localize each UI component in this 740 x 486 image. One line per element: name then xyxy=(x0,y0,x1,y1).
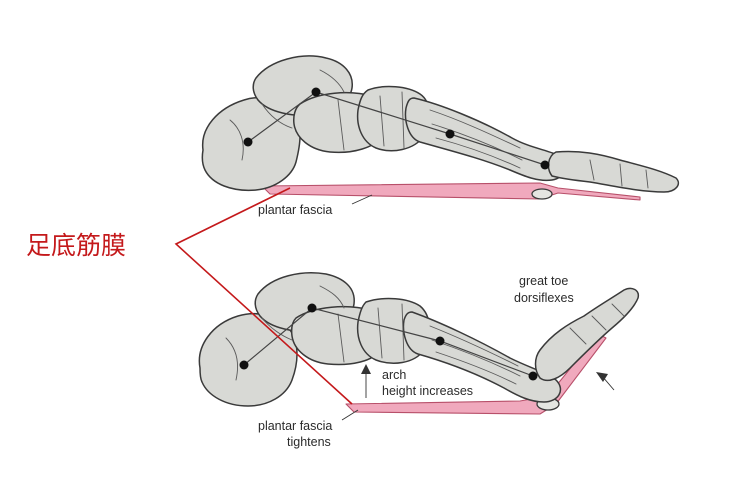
toe-dorsiflexion-arrow-head xyxy=(596,372,608,382)
top-joint-metatarsal-head xyxy=(540,160,550,170)
top-joint-talus xyxy=(311,87,321,97)
bottom-calcaneus xyxy=(198,312,298,407)
dorsiflexes-label: dorsiflexes xyxy=(514,291,574,305)
top-bone-detail xyxy=(229,69,649,189)
bottom-joint-metatarsal-head xyxy=(528,371,538,381)
tightens-label: tightens xyxy=(287,435,331,449)
top-joint-cuneiform xyxy=(445,129,455,139)
top-joint-calcaneus xyxy=(243,137,253,147)
bottom-joint-cuneiform xyxy=(435,336,445,346)
top-joint-axis-lines xyxy=(247,91,546,166)
arch-height-arrow-head xyxy=(361,364,371,374)
top-foot-illustration: plantar fascia xyxy=(201,55,680,217)
bottom-foot-illustration: great toe dorsiflexes arch height increa… xyxy=(198,272,640,449)
top-phalanges xyxy=(547,150,680,193)
height-increases-label: height increases xyxy=(382,384,473,398)
bottom-great-toe xyxy=(534,287,640,382)
arch-label: arch xyxy=(382,368,406,382)
callout-pointer-lines xyxy=(174,187,353,405)
top-fascia-leader xyxy=(351,194,373,205)
great-toe-label: great toe xyxy=(519,274,568,288)
top-plantar-fascia-band xyxy=(261,182,641,201)
bottom-fascia-label: plantar fascia xyxy=(258,419,332,433)
top-fascia-label: plantar fascia xyxy=(258,203,332,217)
callout-title: 足底筋膜 xyxy=(26,231,126,260)
bottom-joint-calcaneus xyxy=(239,360,249,370)
plantar-fascia-callout: 足底筋膜 xyxy=(26,187,353,405)
top-metatarsals xyxy=(404,97,567,182)
bottom-fascia-leader xyxy=(341,409,359,421)
bottom-joint-talus xyxy=(307,303,317,313)
top-sesamoid xyxy=(531,188,553,200)
